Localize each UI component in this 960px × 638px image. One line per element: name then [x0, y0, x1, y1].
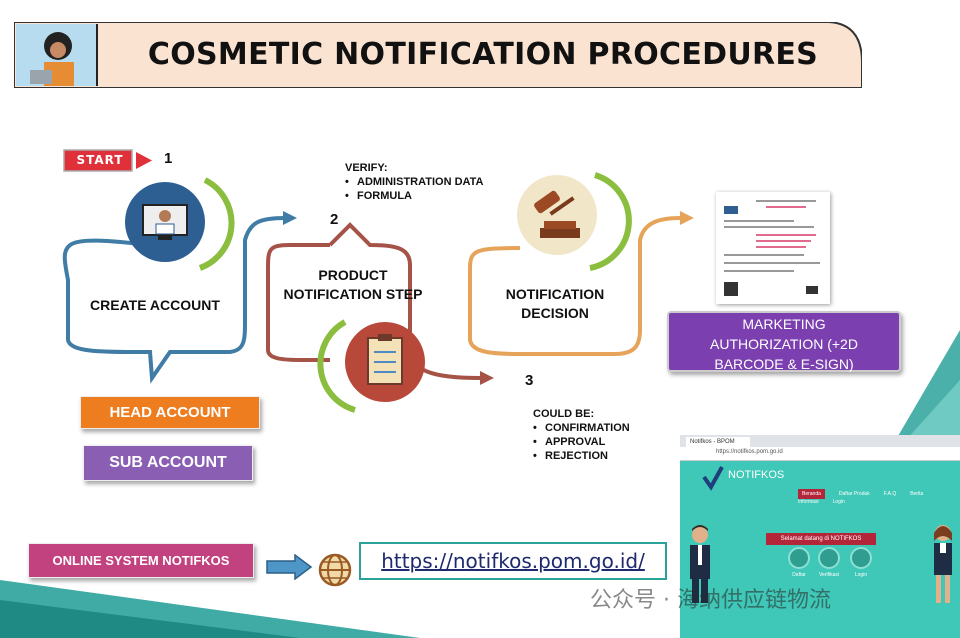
- woman-character-icon: [934, 525, 952, 603]
- marketing-line1: MARKETING: [742, 316, 826, 332]
- nav-item[interactable]: Informasi: [798, 499, 819, 505]
- verify-item: FORMULA: [357, 189, 483, 203]
- flow-line-notification-decision: [468, 216, 681, 356]
- notification-decision-line2: DECISION: [521, 305, 589, 321]
- computer-doctor-icon: [125, 182, 205, 262]
- green-arc-step2: [317, 319, 356, 413]
- notifkos-logo-icon: [702, 466, 724, 491]
- nav-item[interactable]: Login: [832, 499, 845, 505]
- notifkos-logo-text: NOTIFKOS: [728, 469, 785, 481]
- notification-decision-label: NOTIFICATION DECISION: [480, 285, 630, 323]
- step-number-2: 2: [330, 211, 339, 228]
- could-be-item: APPROVAL: [545, 435, 630, 449]
- register-label: Daftar: [792, 572, 806, 578]
- product-notification-label: PRODUCT NOTIFICATION STEP: [278, 266, 428, 304]
- product-notification-line2: NOTIFICATION STEP: [283, 286, 423, 302]
- could-be-title: COULD BE:: [533, 408, 595, 420]
- could-be-item: CONFIRMATION: [545, 421, 630, 435]
- presenter-avatar-icon: [16, 24, 98, 86]
- globe-icon: [318, 553, 352, 587]
- nav-item[interactable]: Beranda: [798, 489, 825, 499]
- arrow-right-icon: [266, 554, 313, 580]
- header-banner: COSMETIC NOTIFICATION PROCEDURES: [14, 22, 862, 88]
- verification-label: Verifikasi: [818, 572, 839, 578]
- notification-decision-line1: NOTIFICATION: [505, 286, 605, 302]
- marketing-authorization-certificate-image: [716, 192, 830, 304]
- header-background: [14, 22, 862, 88]
- login-label: Login: [854, 572, 868, 578]
- start-arrow: START: [62, 147, 154, 174]
- page-title: COSMETIC NOTIFICATION PROCEDURES: [147, 37, 819, 72]
- step-number-1: 1: [164, 150, 173, 167]
- green-arc-step3: [589, 172, 632, 271]
- verify-title: VERIFY:: [345, 162, 388, 174]
- head-account-box: HEAD ACCOUNT: [80, 396, 260, 429]
- browser-tab[interactable]: Notifkos - BPOM: [686, 437, 750, 447]
- flow-line-create-account: [62, 216, 286, 384]
- nav-item[interactable]: F.A.Q: [883, 491, 897, 497]
- login-icon[interactable]: [850, 547, 872, 569]
- marketing-line2: AUTHORIZATION (+2D: [710, 336, 858, 352]
- could-be-note: COULD BE: CONFIRMATION APPROVAL REJECTIO…: [533, 407, 630, 463]
- nav-item[interactable]: Daftar Produk: [838, 491, 870, 497]
- welcome-banner: Selamat datang di NOTIFKOS: [766, 533, 876, 545]
- browser-nav: Beranda Daftar Produk F.A.Q BeritaInformasi…: [798, 489, 960, 505]
- start-label: START: [76, 153, 124, 167]
- create-account-label: CREATE ACCOUNT: [90, 297, 220, 313]
- man-character-icon: [690, 525, 710, 603]
- sub-account-box: SUB ACCOUNT: [83, 445, 253, 481]
- watermark-text: 公众号 · 海纳供应链物流: [590, 588, 831, 613]
- arrow-to-marketing: [680, 211, 694, 225]
- marketing-authorization-box: MARKETING AUTHORIZATION (+2D BARCODE & E…: [667, 311, 901, 372]
- verification-icon[interactable]: [818, 547, 840, 569]
- clipboard-icon: [345, 322, 425, 402]
- green-arc-step1: [198, 177, 235, 271]
- browser-address-bar[interactable]: https://notifkos.pom.go.id: [680, 447, 960, 461]
- verify-note: VERIFY: ADMINISTRATION DATA FORMULA: [345, 161, 483, 203]
- product-notification-line1: PRODUCT: [318, 267, 388, 283]
- online-system-box: ONLINE SYSTEM NOTIFKOS: [28, 543, 254, 578]
- arrow-to-step2: [283, 211, 297, 225]
- nav-item[interactable]: Berita: [910, 491, 924, 497]
- flow-line-product-notification: [266, 222, 481, 380]
- could-be-item: REJECTION: [545, 449, 630, 463]
- marketing-line3: BARCODE & E-SIGN): [714, 356, 854, 372]
- verify-item: ADMINISTRATION DATA: [357, 175, 483, 189]
- step-number-3: 3: [525, 372, 534, 389]
- browser-url-text: https://notifkos.pom.go.id: [716, 449, 783, 455]
- arrow-to-step3: [480, 371, 494, 385]
- gavel-icon: [517, 175, 597, 255]
- register-icon[interactable]: [788, 547, 810, 569]
- notifkos-url-link[interactable]: https://notifkos.pom.go.id/: [359, 542, 667, 580]
- notifkos-website-screenshot: Notifkos - BPOM https://notifkos.pom.go.…: [680, 435, 960, 638]
- browser-tab-bar: Notifkos - BPOM: [680, 435, 960, 447]
